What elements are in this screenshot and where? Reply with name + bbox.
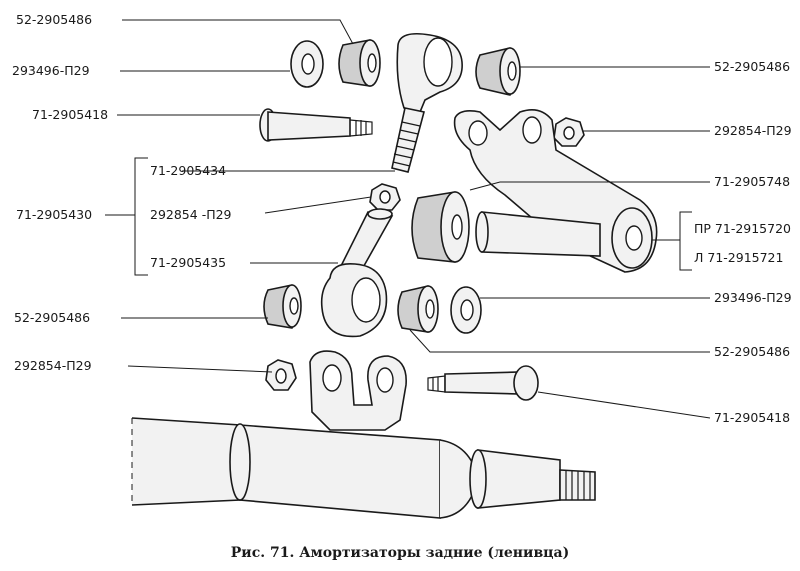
part-labels: 52-2905486 293496-П29 71-2905418 71-2905…	[12, 12, 792, 425]
bushing-lower-left-part	[263, 284, 302, 329]
label-bushing-top-left: 52-2905486	[16, 12, 92, 27]
nut-top-right-part	[553, 117, 585, 147]
label-bushing-lower-left: 52-2905486	[14, 310, 90, 325]
label-lever-left-l: Л 71-2915721	[694, 250, 783, 265]
washer-top-left-part	[290, 40, 324, 88]
pin-lower-part	[427, 365, 539, 401]
bushing-top-left-part	[338, 39, 381, 87]
label-nut-middle: 292854 -П29	[150, 207, 232, 222]
label-washer-top-left: 293496-П29	[12, 63, 90, 78]
label-nut-lower-left: 292854-П29	[14, 358, 92, 373]
label-lever-right-pr: ПР 71-2915720	[694, 221, 791, 236]
leader-lines	[105, 19, 711, 419]
figure-caption: Рис. 71. Амортизаторы задние (ленивца)	[231, 545, 569, 561]
nut-middle-part	[369, 183, 401, 211]
nut-lower-left-part	[265, 359, 297, 391]
washer-right-part	[450, 286, 482, 334]
label-washer-right: 293496-П29	[714, 290, 792, 305]
label-assembly-group: 71-2905430	[16, 207, 92, 222]
label-bracket-thread: 71-2905434	[150, 163, 226, 178]
threaded-bracket-part	[391, 32, 463, 173]
label-bushing-top-right: 52-2905486	[714, 59, 790, 74]
label-lever: 71-2905748	[714, 174, 790, 189]
shock-absorber-tube-part	[131, 417, 596, 519]
bushing-top-right-part	[475, 47, 521, 96]
large-bushing-part	[411, 191, 601, 263]
bushing-lower-right-part	[397, 285, 439, 333]
pin-top-part	[259, 108, 373, 142]
mounting-bracket-part	[309, 350, 407, 431]
label-bushing-lower-right: 52-2905486	[714, 344, 790, 359]
label-nut-top-right: 292854-П29	[714, 123, 792, 138]
lower-rod-part	[320, 208, 394, 338]
label-pin-lower: 71-2905418	[714, 410, 790, 425]
label-lower-rod: 71-2905435	[150, 255, 226, 270]
label-pin-top: 71-2905418	[32, 107, 108, 122]
